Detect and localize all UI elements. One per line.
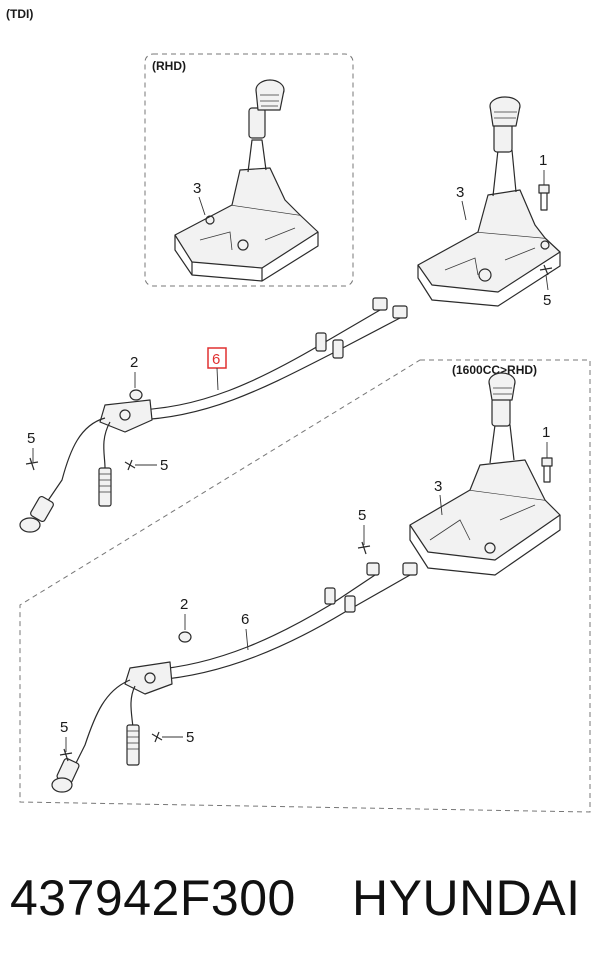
callout-main-1: 1 xyxy=(539,152,547,169)
callout-cable-2: 2 xyxy=(130,354,138,371)
shift-cable-assembly-lower xyxy=(51,562,418,793)
callout-lower-left-5: 5 xyxy=(60,719,68,736)
callout-main-5: 5 xyxy=(543,292,551,309)
part-code: 437942F300 xyxy=(10,870,296,926)
clip-part-5-lower-left xyxy=(59,748,73,762)
clip-part-5-right xyxy=(124,459,136,471)
clip-part-5-top xyxy=(539,264,553,276)
brand-name: HYUNDAI xyxy=(352,870,581,926)
clip-part-5-lower-right xyxy=(151,731,163,743)
lower-shift-lever-assembly xyxy=(409,372,561,576)
bushing-part-2-top xyxy=(129,389,143,401)
main-shift-lever-assembly xyxy=(417,96,561,307)
callout-cable-left-5: 5 xyxy=(27,430,35,447)
callout-lower-right-5: 5 xyxy=(186,729,194,746)
lower-variant-box xyxy=(19,359,591,813)
callout-lower-2: 2 xyxy=(180,596,188,613)
callout-lower-1: 1 xyxy=(542,424,550,441)
bolt-part-1-top xyxy=(538,184,550,211)
clip-part-5-lower-top xyxy=(357,541,371,555)
callout-lower-6: 6 xyxy=(241,611,249,628)
bushing-part-2-lower xyxy=(178,631,192,643)
part-caption: 437942F300 HYUNDAI xyxy=(0,858,600,938)
clip-part-5-left xyxy=(25,457,39,471)
rhd-box-header: (RHD) xyxy=(152,59,186,73)
callout-rhd-3: 3 xyxy=(193,180,201,197)
lower-box-header: (1600CC>RHD) xyxy=(452,363,537,377)
callout-cable-6-highlighted[interactable]: 6 xyxy=(212,351,220,368)
callout-main-3: 3 xyxy=(456,184,464,201)
variant-header-tdi: (TDI) xyxy=(6,7,33,21)
rhd-shift-lever-assembly xyxy=(174,79,319,282)
callout-lower-3: 3 xyxy=(434,478,442,495)
bolt-part-1-lower xyxy=(541,457,553,483)
shift-cable-assembly-top xyxy=(19,297,408,533)
callout-cable-right-5: 5 xyxy=(160,457,168,474)
callout-lower-5-top: 5 xyxy=(358,507,366,524)
